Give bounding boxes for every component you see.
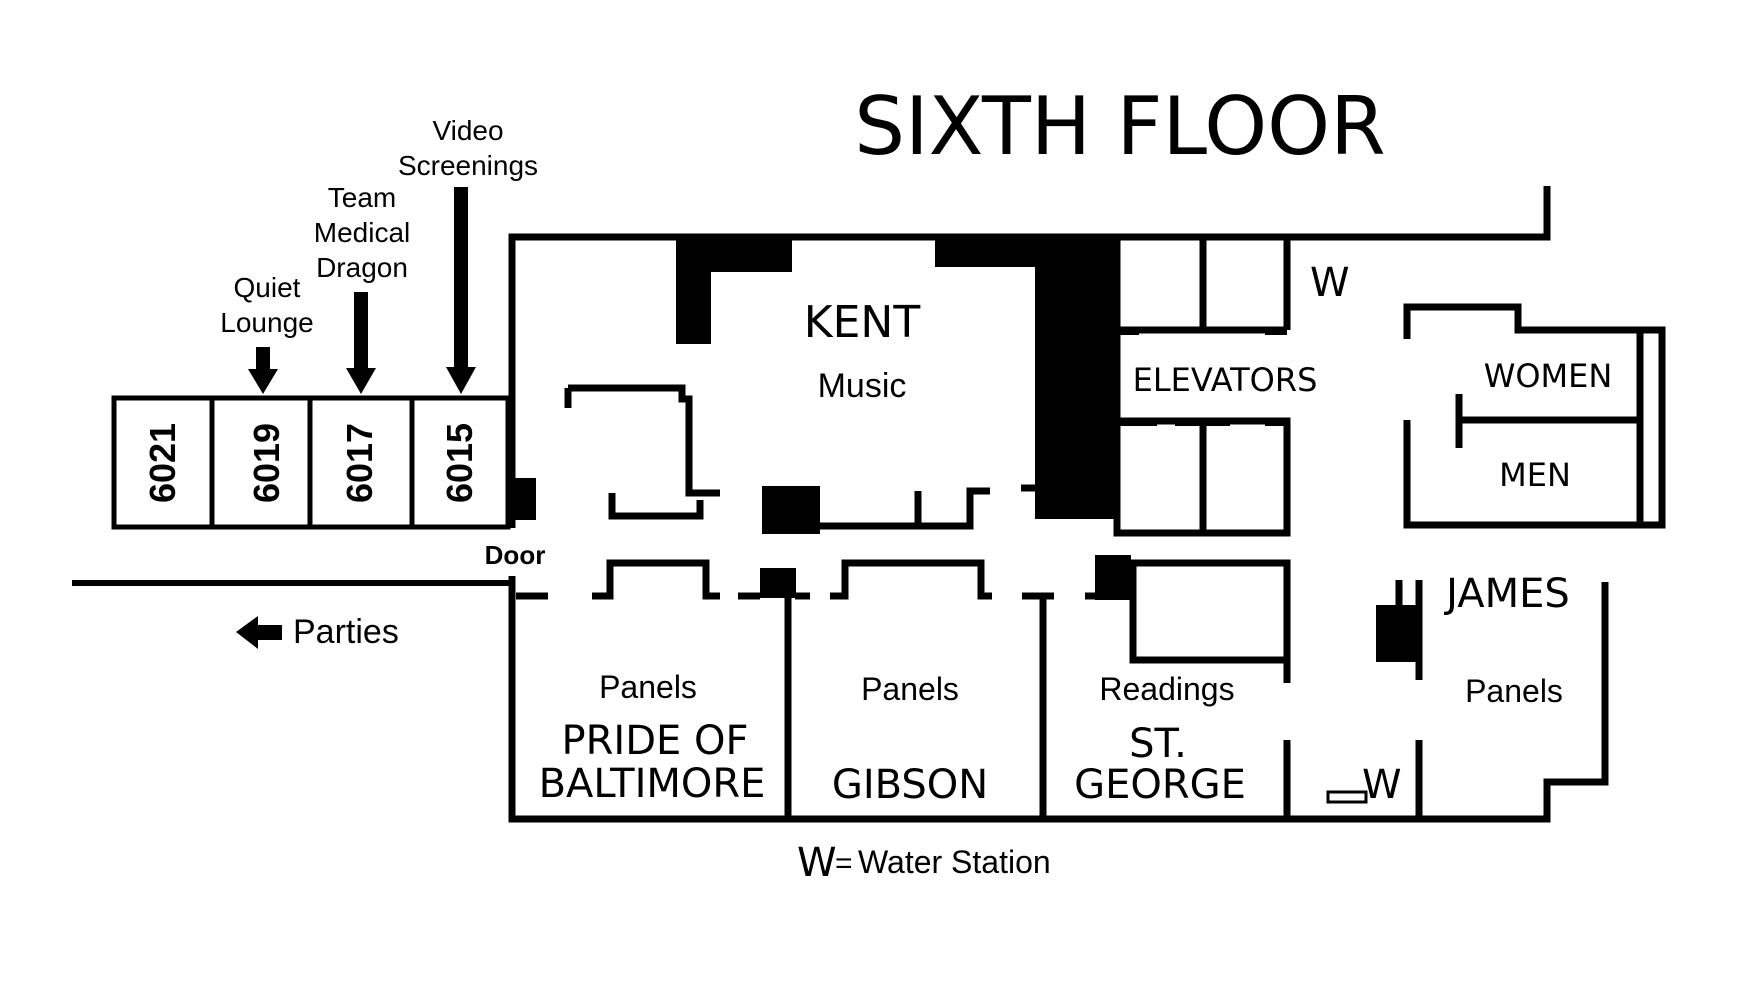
room-pride-use: Panels (599, 669, 697, 705)
room-gibson-name: GIBSON (832, 762, 988, 808)
suite-number-6021: 6021 (142, 423, 183, 503)
legend-symbol: W (797, 840, 837, 886)
legend: W = Water Station (797, 840, 1051, 886)
arrow-6015-shaft (454, 187, 468, 367)
room-stgeorge-name-line1: ST. (1129, 721, 1187, 767)
room-kent-use: Music (818, 367, 907, 405)
suite-6015-label-line1: Video (432, 115, 503, 146)
suites-block (111, 395, 511, 530)
suite-number-6015: 6015 (439, 423, 480, 503)
door-post (512, 478, 536, 520)
room-pride-name-line1: PRIDE OF (562, 718, 749, 764)
suite-6017-label-line1: Team (328, 182, 396, 213)
suite-number-6017: 6017 (339, 423, 380, 503)
water-station-w-top: W (1310, 260, 1350, 306)
arrow-6019-head (248, 369, 278, 394)
suite-6015 (409, 395, 511, 530)
map-title: SIXTH FLOOR (854, 80, 1385, 173)
water-station-w-bottom: W (1362, 762, 1402, 808)
suite-6015-label-line2: Screenings (398, 150, 538, 181)
suite-6019-label-line2: Lounge (220, 307, 313, 338)
structural-columns (676, 237, 1419, 662)
room-kent-name: KENT (804, 297, 921, 348)
room-stgeorge-name-line2: GEORGE (1074, 762, 1246, 808)
parties-arrow-icon (236, 616, 282, 649)
suite-arrows (248, 187, 476, 394)
door-label: Door (485, 540, 546, 570)
suite-6017-label-line3: Dragon (316, 252, 408, 283)
arrow-6019-shaft (256, 347, 270, 369)
room-men-name: MEN (1499, 456, 1571, 494)
suite-6017-label-line2: Medical (314, 217, 410, 248)
room-women-name: WOMEN (1484, 357, 1613, 395)
legend-separator: = (835, 847, 853, 880)
suite-number-6019: 6019 (246, 423, 287, 503)
parties-label: Parties (293, 613, 399, 651)
room-pride-name-line2: BALTIMORE (539, 761, 766, 807)
room-stgeorge-use: Readings (1099, 671, 1234, 707)
room-gibson-use: Panels (861, 671, 959, 707)
arrow-6015-head (446, 367, 476, 394)
room-elevators-name: ELEVATORS (1133, 361, 1318, 399)
room-james-use: Panels (1465, 673, 1563, 709)
water-station-marker (1326, 790, 1368, 804)
room-james-name: JAMES (1443, 571, 1570, 617)
arrow-6017-shaft (354, 292, 368, 368)
legend-text: Water Station (858, 844, 1051, 880)
suite-6019-label-line1: Quiet (234, 272, 301, 303)
arrow-6017-head (346, 368, 376, 394)
